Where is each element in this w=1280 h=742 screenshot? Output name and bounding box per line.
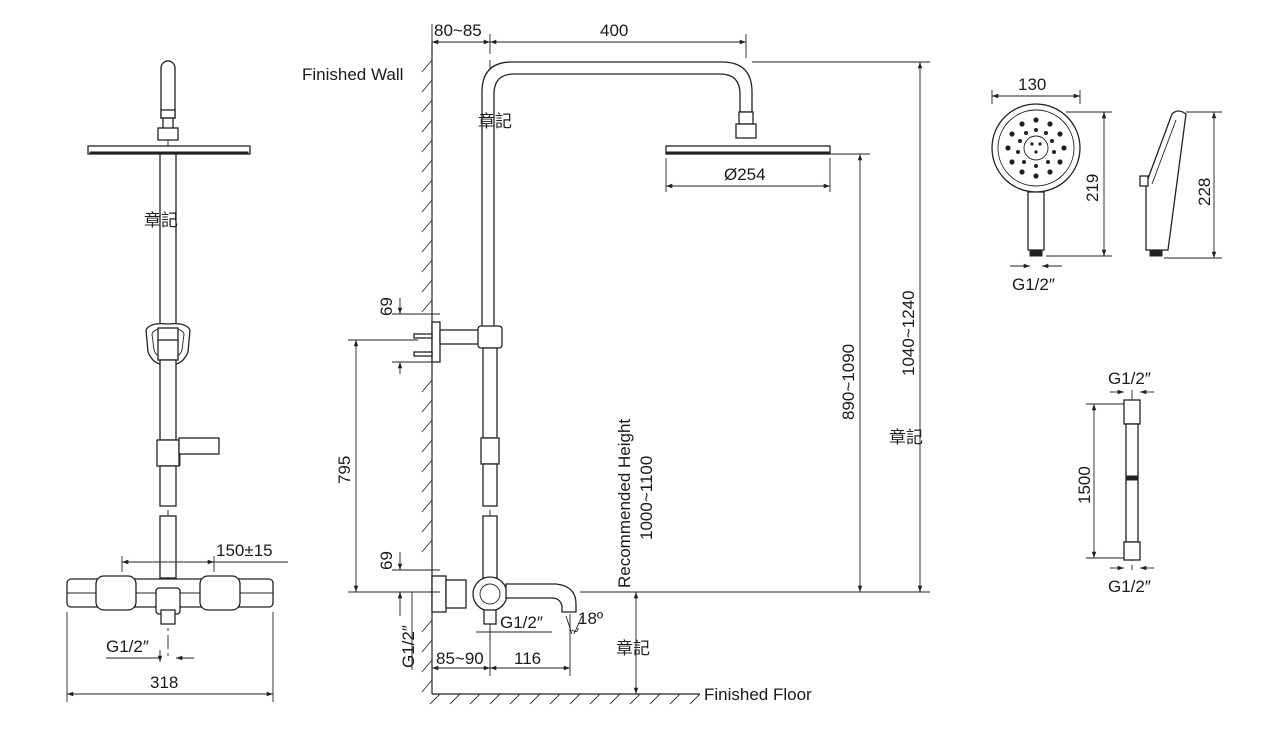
dim-hose-length: 1500 — [1075, 466, 1094, 504]
stamp-mark: 章記 — [889, 428, 923, 448]
dim-outlet-thread: G1/2″ — [500, 613, 543, 632]
floor-hatching — [429, 693, 701, 705]
dim-recommended-height-value: 1000~1100 — [637, 456, 656, 540]
dim-handshower-height: 228 — [1195, 178, 1214, 206]
stamp-mark: 章記 — [616, 639, 650, 659]
dim-wall-offset-top: 80~85 — [434, 21, 482, 40]
dim-mixer-width: 318 — [150, 673, 178, 692]
dim-hose-thread-bottom: G1/2″ — [1108, 577, 1151, 596]
dim-hose-thread-top: G1/2″ — [1108, 369, 1151, 388]
dim-handshower-width: 130 — [1018, 75, 1046, 94]
dim-bracket-lower: 69 — [377, 551, 396, 570]
dim-inlet-thread-front: G1/2″ — [106, 637, 149, 656]
dim-inlet-left: G1/2″ — [399, 625, 418, 668]
dim-head-diameter: Ø254 — [724, 165, 766, 184]
dim-head-height-a: 1040~1240 — [899, 290, 918, 376]
hand-shower-views: 130 219 228 G1/2″ — [991, 75, 1222, 294]
dim-handshower-face-height: 219 — [1083, 174, 1102, 202]
wall-hatching — [421, 59, 433, 693]
label-recommended-height: Recommended Height — [615, 419, 634, 588]
dim-wall-offset-bottom: 85~90 — [436, 649, 484, 668]
dim-spout-angle: 18º — [578, 609, 603, 628]
dim-arm-length: 400 — [600, 21, 628, 40]
dim-bracket-upper: 69 — [377, 297, 396, 316]
stamp-mark: 章記 — [478, 112, 512, 132]
label-finished-wall: Finished Wall — [302, 65, 403, 84]
label-finished-floor: Finished Floor — [704, 685, 812, 704]
front-view: 150±15 G1/2″ 318 章記 — [66, 60, 288, 702]
dim-spout-length: 116 — [514, 649, 541, 668]
spray-nozzles — [1005, 117, 1067, 179]
stamp-mark: 章記 — [144, 211, 178, 231]
dim-inlet-spacing: 150±15 — [216, 541, 273, 560]
dim-head-height-b: 890~1090 — [839, 344, 858, 420]
dim-handshower-thread: G1/2″ — [1012, 275, 1055, 294]
hose-view: G1/2″ 1500 G1/2″ — [1075, 369, 1154, 596]
side-view: Finished Wall Finished Floor 80~85 — [302, 21, 930, 705]
dim-bracket-spacing: 795 — [335, 456, 354, 484]
